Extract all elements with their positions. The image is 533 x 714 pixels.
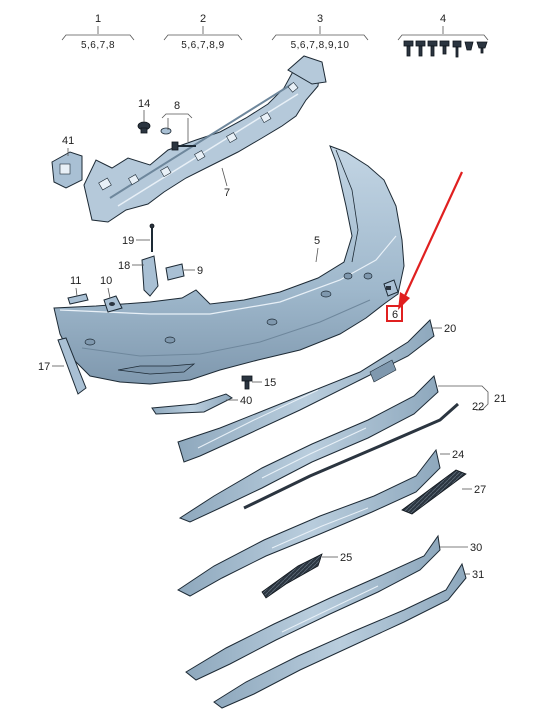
callout-label: 10 [100,275,112,287]
callout-30: 30 [440,542,482,554]
callout-label: 41 [62,135,74,147]
callout-5: 5 [314,235,320,263]
callout-label: 27 [474,484,486,496]
diffuser-30 [185,534,441,681]
callout-label: 18 [118,260,130,272]
callout-25: 25 [322,552,352,564]
nut-icon [137,121,151,134]
grille-27 [401,469,467,515]
highlight-box [386,305,403,322]
callout-8: 8 [161,100,193,142]
diffuser-31 [213,562,467,709]
sensor-ring [103,295,123,313]
callout-label: 24 [452,449,464,461]
side-reflector [57,337,87,395]
callout-17: 17 [38,361,64,373]
bumper-cover [53,145,405,385]
callout-9: 9 [184,265,203,277]
header-group-subparts: 5,6,7,8,9 [181,40,224,51]
bracket-clip-6 [383,279,399,297]
callout-label: 31 [472,569,484,581]
callout-label: 19 [122,235,134,247]
bracket-left [51,151,83,189]
highlight-arrow [398,171,463,310]
callout-15: 15 [252,377,276,389]
callout-label: 5 [314,235,320,247]
bolt-icon [160,127,196,151]
callout-31: 31 [464,569,484,581]
header-group-number: 1 [95,13,101,25]
callout-label: 6 [392,309,398,321]
header-group-number: 2 [200,13,206,25]
callout-10: 10 [100,275,112,299]
callout-label: 22 [472,401,484,413]
callout-label: 11 [70,275,81,287]
diffuser-21 [178,375,439,523]
bolt-15 [241,375,253,390]
callout-label: 9 [197,265,203,277]
callout-22: 22 [472,401,484,413]
callout-label: 15 [264,377,276,389]
callout-label: 7 [224,187,230,199]
bracket-clip [165,263,185,281]
fastener-set-icon [403,40,488,58]
header-group-number: 3 [317,13,323,25]
header-group-1: 1 5,6,7,8 [61,13,135,51]
sensor-holder [149,223,155,252]
header-group-subparts: 5,6,7,8 [81,40,115,51]
header-group-subparts: 5,6,7,8,9,10 [291,40,350,51]
callout-label: 20 [444,323,456,335]
grille-25 [261,553,323,599]
callout-label: 21 [494,393,506,405]
callout-6: 6 [392,309,398,321]
callout-14: 14 [138,98,150,122]
callout-18: 18 [118,260,144,272]
callout-label: 8 [174,100,180,112]
guide-bracket [141,255,159,297]
trim-strip-small [67,293,89,305]
header-group-number: 4 [440,13,446,25]
diffuser-20 [177,319,435,463]
callout-label: 30 [470,542,482,554]
callout-24: 24 [440,449,464,461]
callout-7: 7 [221,167,230,199]
callout-label: 40 [240,395,252,407]
callout-19: 19 [122,235,150,247]
header-group-4: 4 [397,13,489,58]
callout-27: 27 [462,484,486,496]
header-group-3: 3 5,6,7,8,9,10 [271,13,369,51]
callout-41: 41 [62,135,74,156]
bumper-carrier [83,55,327,223]
callout-11: 11 [70,275,81,297]
header-group-2: 2 5,6,7,8,9 [163,13,243,51]
callout-40: 40 [226,395,252,407]
trim-strip-40 [151,393,233,415]
callout-21: 21 [438,385,506,411]
callout-20: 20 [432,323,456,335]
diffuser-24 [177,448,441,597]
callout-label: 17 [38,361,50,373]
chrome-strip-22 [243,402,459,510]
callout-label: 14 [138,98,150,110]
callout-label: 25 [340,552,352,564]
